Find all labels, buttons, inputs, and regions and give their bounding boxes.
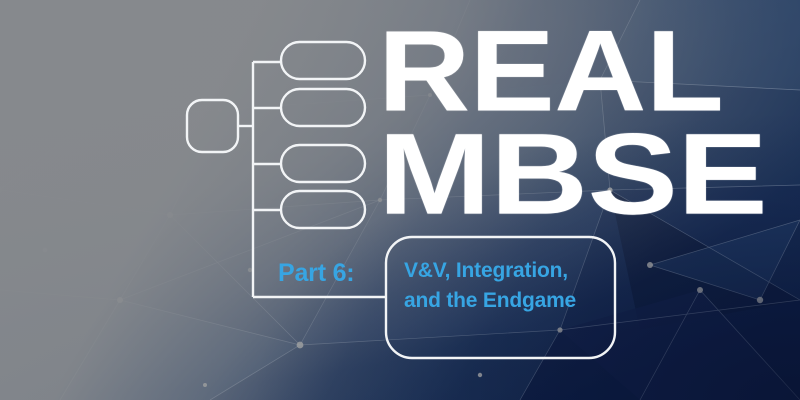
part-number-label: Part 6:	[278, 259, 355, 287]
child-node-3	[279, 143, 367, 184]
root-node	[185, 98, 240, 154]
title-line-real: REAL	[378, 6, 724, 136]
child-node-1	[279, 40, 367, 81]
subtitle-line-2: and the Endgame	[404, 289, 577, 313]
subtitle-line-1: V&V, Integration,	[404, 259, 568, 282]
subtitle-text-block: V&V, Integration, and the Endgame	[404, 256, 614, 317]
child-node-2	[279, 87, 367, 128]
subtitle-callout-box	[384, 235, 617, 360]
child-node-4	[279, 189, 367, 230]
title-line-mbse: MBSE	[378, 109, 768, 239]
